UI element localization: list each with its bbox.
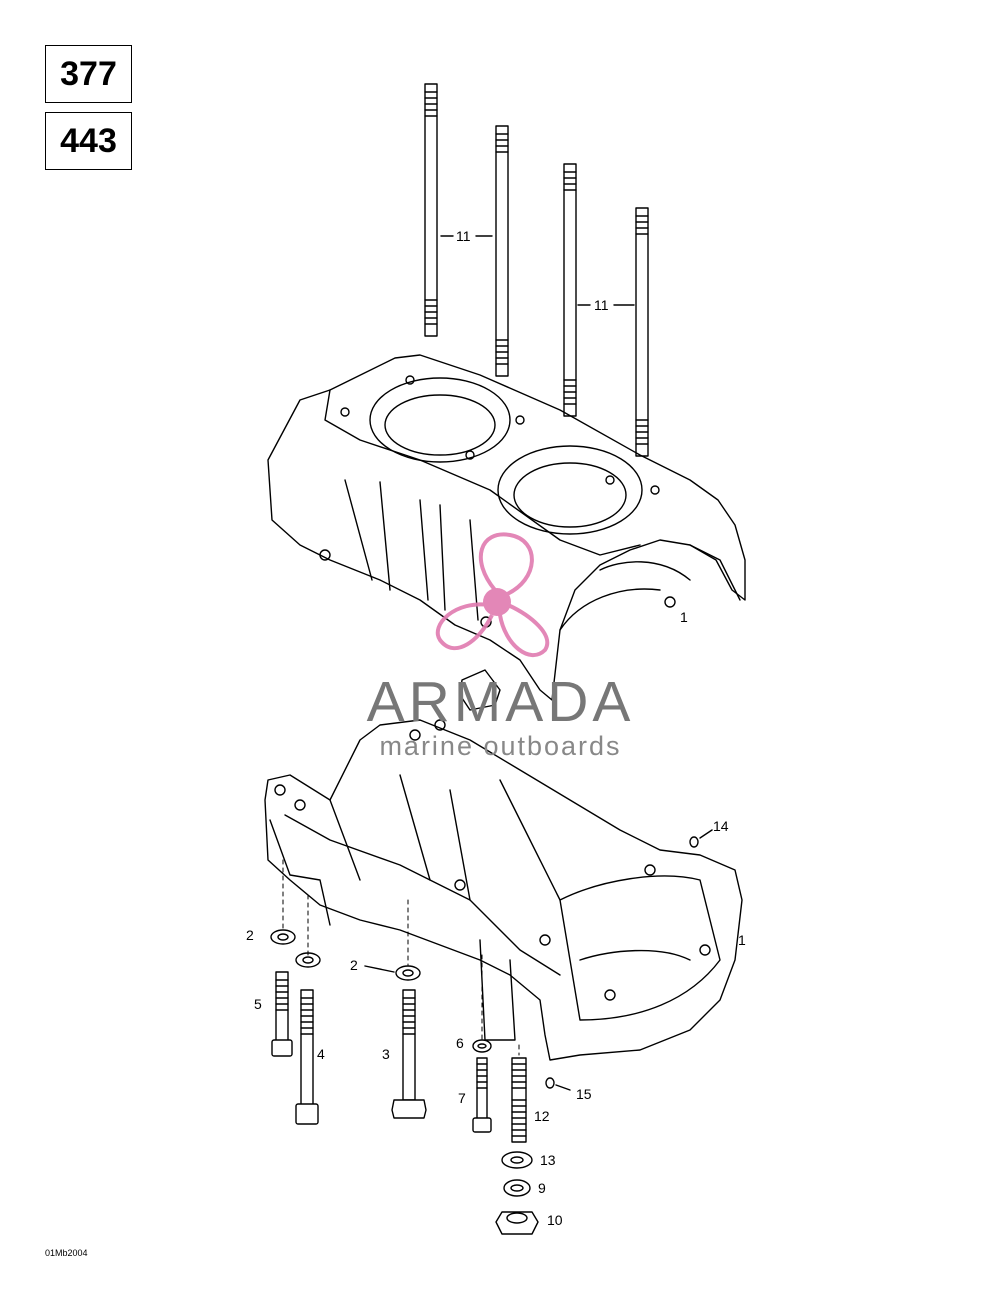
washer-6 xyxy=(472,1039,492,1053)
o-ring-15 xyxy=(545,1077,555,1089)
washer-13 xyxy=(501,1151,533,1169)
crankcase-stud-1 xyxy=(424,83,438,337)
callout-12: 12 xyxy=(534,1108,550,1124)
stud-12 xyxy=(511,1057,527,1143)
callout-13: 13 xyxy=(540,1152,556,1168)
callout-9: 9 xyxy=(538,1180,546,1196)
o-ring-14 xyxy=(689,836,699,848)
callout-4: 4 xyxy=(317,1046,325,1062)
washer-left xyxy=(270,929,296,945)
drawing-code: 01Mb2004 xyxy=(45,1248,88,1258)
callout-5: 5 xyxy=(254,996,262,1012)
callout-11-b: 11 xyxy=(594,297,609,313)
nut-10 xyxy=(495,1211,539,1235)
upper-crankcase xyxy=(267,354,746,701)
callout-7: 7 xyxy=(458,1090,466,1106)
lock-washer-9 xyxy=(503,1179,531,1197)
callout-2-mid: 2 xyxy=(350,957,358,973)
watermark: ARMADA marine outboards xyxy=(348,672,653,760)
crankcase-stud-2 xyxy=(495,125,509,377)
lower-crankcase xyxy=(264,719,743,1061)
watermark-tagline: marine outboards xyxy=(379,731,622,761)
crankcase-stud-4 xyxy=(635,207,649,457)
crankcase-stud-3 xyxy=(563,163,577,417)
engine-type-443: 443 xyxy=(45,112,132,170)
callout-1-lower: 1 xyxy=(738,932,746,948)
callout-2-left: 2 xyxy=(246,927,254,943)
watermark-propeller-icon xyxy=(436,532,550,657)
engine-type-377: 377 xyxy=(45,45,132,103)
callout-11-a: 11 xyxy=(456,228,471,244)
screw-5 xyxy=(271,971,293,1057)
callout-14: 14 xyxy=(713,818,729,834)
dowel-part xyxy=(459,669,501,711)
bolt-3 xyxy=(391,989,427,1119)
screw-7 xyxy=(472,1057,492,1133)
screw-4 xyxy=(295,989,319,1125)
callout-10: 10 xyxy=(547,1212,563,1228)
callout-6: 6 xyxy=(456,1035,464,1051)
callout-1-upper: 1 xyxy=(680,609,688,625)
callout-3: 3 xyxy=(382,1046,390,1062)
washer-mid-b xyxy=(395,965,421,981)
callout-15: 15 xyxy=(576,1086,592,1102)
watermark-name: ARMADA xyxy=(366,670,635,734)
